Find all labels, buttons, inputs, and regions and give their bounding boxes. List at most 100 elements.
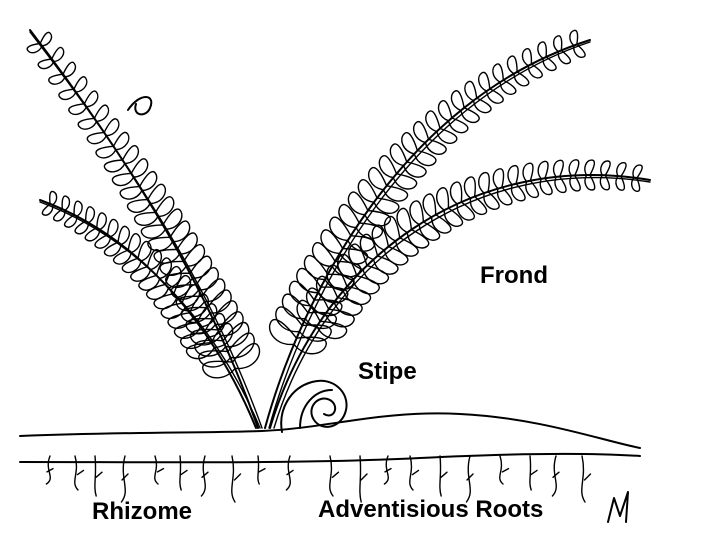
pinna <box>469 195 488 216</box>
pinna <box>320 229 344 255</box>
pinna <box>392 173 418 190</box>
pinna <box>201 278 226 303</box>
pinna <box>173 274 192 299</box>
pinna <box>510 183 526 202</box>
pinna <box>372 255 399 275</box>
pinna <box>127 233 142 254</box>
root-branch <box>440 471 448 478</box>
pinna <box>39 31 53 47</box>
pinna <box>121 145 140 165</box>
pinna <box>449 181 463 205</box>
pinna <box>103 241 122 257</box>
label-frond: Frond <box>480 262 548 289</box>
pinna <box>496 186 513 206</box>
pinna <box>147 183 167 205</box>
frond-left-tall <box>26 29 263 429</box>
pinna <box>137 240 152 262</box>
pinna <box>210 322 234 349</box>
pinna <box>117 225 131 246</box>
root <box>231 455 236 503</box>
pinna <box>573 43 586 58</box>
pinna <box>383 245 409 266</box>
root-branch <box>121 473 129 481</box>
pinna <box>371 224 390 251</box>
pinna <box>51 46 65 63</box>
root-branch <box>501 467 510 473</box>
pinna <box>527 63 543 79</box>
pinna <box>383 215 401 242</box>
adventitious-roots <box>45 455 592 503</box>
pinna <box>584 159 596 176</box>
root-branch <box>331 471 340 478</box>
root <box>359 455 362 503</box>
pinna <box>112 131 130 151</box>
root <box>45 455 51 485</box>
root <box>179 455 182 491</box>
frond-right-tall <box>264 29 591 429</box>
pinna <box>472 97 492 114</box>
pinna <box>447 117 469 134</box>
pinna <box>437 100 453 122</box>
root-branch <box>360 473 368 481</box>
root-branch <box>530 469 538 476</box>
pinna <box>537 160 549 180</box>
root <box>257 455 260 485</box>
pinna <box>456 201 476 221</box>
rhizome-lower-line <box>19 452 641 464</box>
pinna <box>175 295 206 312</box>
frond-left-short <box>39 190 261 429</box>
pinna <box>450 90 465 112</box>
root <box>409 455 414 491</box>
root <box>285 455 291 491</box>
pinna <box>632 164 643 179</box>
pinna <box>557 49 572 65</box>
pinna <box>382 185 409 202</box>
pinna <box>378 155 398 179</box>
pinna <box>352 275 380 295</box>
root <box>383 455 389 485</box>
pinna <box>615 175 626 191</box>
label-rhizome: Rhizome <box>92 498 193 525</box>
pinna <box>41 203 54 216</box>
pinna <box>329 216 352 242</box>
pinna <box>37 58 55 70</box>
pinna <box>103 118 120 137</box>
pinna <box>413 149 437 167</box>
pinna <box>94 234 112 249</box>
pinna <box>155 257 173 280</box>
pinna <box>326 264 348 292</box>
pinna <box>133 211 159 226</box>
pinna <box>499 79 517 95</box>
root-branch <box>46 467 54 473</box>
pinna <box>395 237 419 257</box>
pinna <box>339 247 369 265</box>
pinna <box>359 233 379 261</box>
pinna <box>362 264 390 285</box>
pinna <box>542 56 557 72</box>
pinna <box>357 179 378 203</box>
pinna <box>180 306 211 324</box>
pinna <box>443 207 464 227</box>
pinna <box>311 242 336 268</box>
pinna <box>138 274 161 291</box>
root-branch <box>233 473 242 481</box>
pinna <box>121 257 142 274</box>
pinna <box>119 185 143 200</box>
pinna <box>73 200 83 217</box>
pinna <box>436 127 458 144</box>
pinna <box>425 110 441 133</box>
pinna <box>373 197 400 215</box>
pinna <box>62 61 77 78</box>
pinna <box>600 160 611 176</box>
pinna <box>268 318 298 346</box>
pinna <box>347 191 369 216</box>
root-branch <box>466 473 474 481</box>
root <box>529 455 532 491</box>
pinna <box>478 171 490 194</box>
pinna <box>96 212 108 231</box>
pinna <box>418 221 441 241</box>
pinna <box>288 280 315 307</box>
pinna <box>406 228 430 249</box>
pinna <box>126 198 151 213</box>
